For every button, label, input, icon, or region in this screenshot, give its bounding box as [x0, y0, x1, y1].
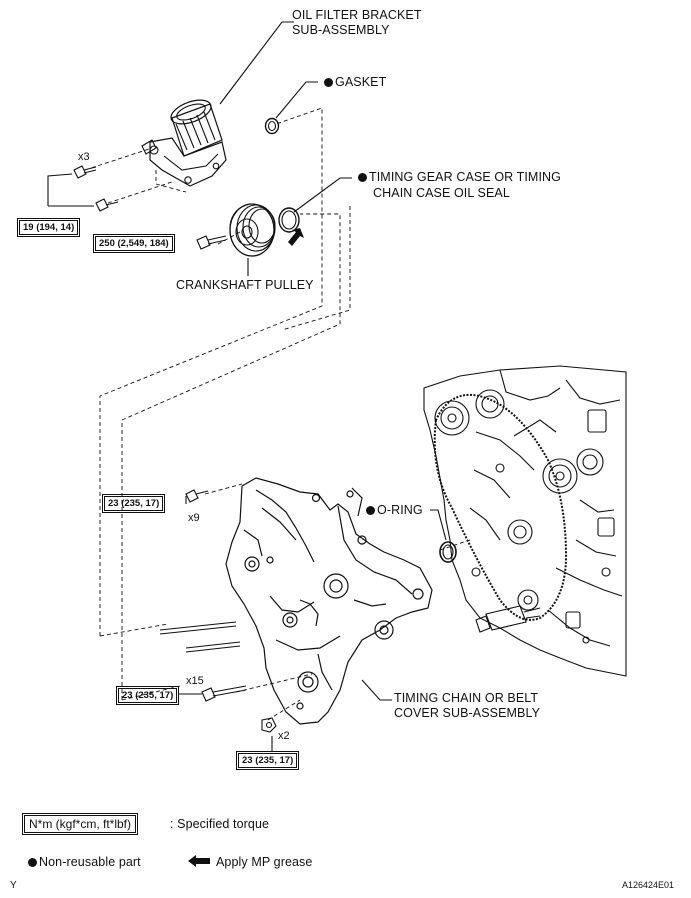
oil-filter-bracket-label-2: SUB-ASSEMBLY	[292, 23, 390, 37]
oil-filter-bracket-label-1: OIL FILTER BRACKET	[292, 8, 422, 22]
torque-cover-bolts-upper: 23 (235, 17)	[101, 493, 166, 514]
o-ring-part	[439, 541, 457, 563]
cover-bolt-lower	[201, 685, 247, 702]
leader-oil-seal	[293, 177, 352, 213]
leader-o-ring	[430, 509, 447, 541]
oil-seal-label-1: TIMING GEAR CASE OR TIMING	[358, 170, 561, 184]
timing-chain-cover	[225, 477, 433, 725]
torque-bracket-bolts: 19 (194, 14)	[16, 217, 81, 238]
leader-gasket	[275, 81, 318, 119]
legend-mp-grease: Apply MP grease	[216, 855, 313, 869]
cover-nut	[261, 717, 277, 733]
crankshaft-pulley	[229, 203, 276, 257]
gasket-label-text: GASKET	[335, 75, 387, 89]
legend-torque-unit: N*m (kgf*cm, ft*lbf)	[21, 812, 139, 836]
legend-non-reusable-text: Non-reusable part	[39, 855, 141, 869]
leader-oil-filter	[219, 21, 294, 105]
oil-seal-label-text-1: TIMING GEAR CASE OR TIMING	[369, 170, 561, 184]
gasket-label: GASKET	[324, 75, 386, 89]
oil-filter-bracket	[141, 99, 227, 187]
qty-bracket-bolts: x3	[78, 151, 90, 163]
oil-seal-label-2: CHAIN CASE OIL SEAL	[373, 186, 510, 200]
bracket-bolts	[73, 165, 119, 212]
pulley-bolt	[196, 235, 227, 250]
crankshaft-pulley-label: CRANKSHAFT PULLEY	[176, 278, 314, 292]
non-reusable-dot-icon	[358, 173, 367, 182]
legend-torque-desc: : Specified torque	[170, 817, 270, 831]
mp-grease-arrow	[188, 855, 210, 867]
engine-block	[423, 365, 627, 677]
qty-cover-nuts: x2	[278, 730, 290, 742]
legend-non-reusable: Non-reusable part	[28, 855, 141, 869]
o-ring-label: O-RING	[366, 503, 423, 517]
non-reusable-dot-icon	[28, 858, 37, 867]
non-reusable-dot-icon	[366, 506, 375, 515]
timing-cover-label-1: TIMING CHAIN OR BELT	[394, 691, 539, 705]
o-ring-label-text: O-RING	[377, 503, 423, 517]
oil-seal	[278, 207, 300, 233]
torque-cover-nuts: 23 (235, 17)	[235, 750, 300, 771]
torque-cover-bolts-lower: 23 (235, 17)	[115, 685, 180, 706]
qty-cover-bolts-upper: x9	[188, 512, 200, 524]
cover-studs	[159, 621, 241, 653]
qty-cover-bolts-lower: x15	[186, 675, 204, 687]
corner-left-code: Y	[10, 880, 17, 891]
non-reusable-dot-icon	[324, 78, 333, 87]
torque-pulley-bolt: 250 (2,549, 184)	[92, 233, 176, 254]
timing-cover-label-2: COVER SUB-ASSEMBLY	[394, 706, 541, 720]
gasket-part	[264, 117, 280, 135]
cover-bolt-upper	[185, 489, 209, 503]
corner-right-code: A126424E01	[622, 880, 675, 890]
